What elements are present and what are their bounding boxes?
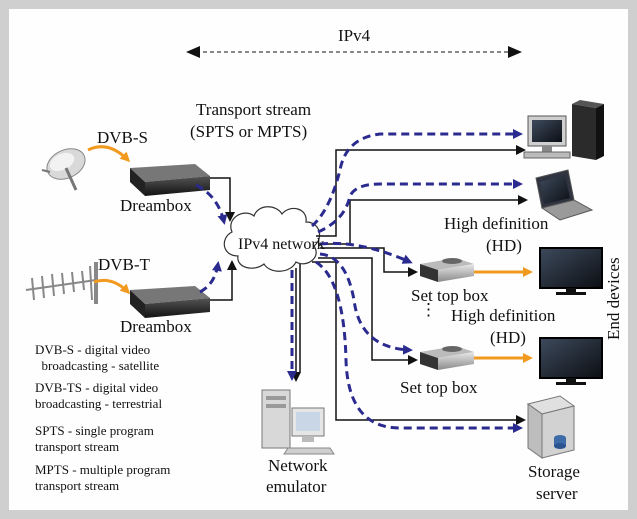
hd-bottom-sublabel: (HD): [490, 328, 526, 347]
legend-mpts: MPTS - multiple program transport stream: [35, 462, 171, 493]
emulator-label: Network: [268, 456, 328, 475]
set-top-box-top-label: Set top box: [411, 286, 489, 305]
transport-stream-label: Transport stream: [196, 100, 312, 119]
dvbs-label: DVB-S: [97, 128, 149, 147]
hd-top-sublabel: (HD): [486, 236, 522, 255]
emulator-computer-icon: [261, 389, 335, 455]
stream-dreambox-top: [195, 183, 228, 225]
wire-dreambox-bottom: [210, 260, 237, 301]
cloud-label: IPv4 network: [238, 236, 325, 253]
ipv4-label: IPv4: [338, 26, 371, 45]
storage-label: Storage: [528, 462, 580, 481]
set-top-box-top-icon: [420, 258, 474, 282]
storage-sublabel: server: [536, 484, 578, 503]
storage-server-icon: [526, 395, 576, 459]
desktop-computer-icon: [523, 100, 604, 160]
wire-dreambox-top: [210, 177, 235, 222]
set-top-box-bottom-label: Set top box: [400, 378, 478, 397]
ipv4-span-arrow: [186, 46, 522, 58]
antenna-icon: [25, 262, 98, 304]
dvbt-label: DVB-T: [98, 255, 150, 274]
network-cloud: [223, 206, 321, 272]
dreambox-top-label: Dreambox: [120, 196, 192, 215]
dvbt-signal-arrow: [93, 278, 131, 295]
dreambox-bottom-label: Dreambox: [120, 317, 192, 336]
stream-arrows: [287, 129, 523, 433]
laptop-icon: [535, 169, 594, 221]
hd-bottom-label: High definition: [451, 306, 556, 325]
emulator-sublabel: emulator: [266, 477, 327, 496]
legend-spts: SPTS - single program transport stream: [35, 423, 154, 454]
dreambox-bottom-icon: [130, 286, 210, 318]
satellite-dish-icon: [41, 148, 86, 191]
ellipsis-label: ⋮: [420, 300, 437, 319]
hd-tv-top-icon: [539, 247, 603, 295]
dvbs-signal-arrow: [87, 145, 131, 163]
hd-tv-bottom-icon: [539, 337, 603, 385]
dreambox-top-icon: [130, 164, 210, 196]
end-devices-label: End devices: [604, 257, 623, 340]
hd-top-label: High definition: [444, 214, 549, 233]
legend-dvbs: DVB-S - digital video broadcasting - sat…: [35, 342, 160, 373]
transport-stream-sublabel: (SPTS or MPTS): [190, 122, 308, 141]
set-top-box-bottom-icon: [420, 346, 474, 370]
legend-dvbts: DVB-TS - digital video broadcasting - te…: [35, 380, 163, 411]
stream-dreambox-bottom: [199, 261, 222, 294]
